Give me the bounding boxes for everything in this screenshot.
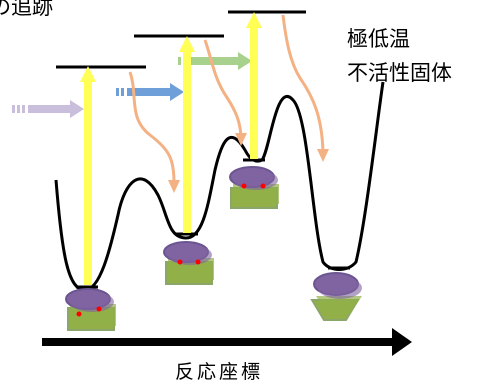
relaxation-arrow-2 <box>203 39 247 146</box>
relaxation-arrow-3 <box>281 14 329 162</box>
corner-caption: の追跡 <box>0 0 53 19</box>
axis-label: 反応座標 <box>175 361 263 383</box>
molecule-2 <box>163 241 214 285</box>
incoming-arrow-2 <box>116 83 184 101</box>
reaction-coordinate-arrowhead <box>392 328 412 356</box>
molecule-3 <box>229 166 279 209</box>
molecule-1 <box>65 288 116 331</box>
incoming-arrow-1 <box>12 100 84 118</box>
relaxation-arrow-1 <box>128 71 180 193</box>
side-caption-line1: 極低温 <box>347 27 410 51</box>
excitation-arrow-1 <box>80 66 96 285</box>
potential-energy-curve <box>54 81 385 292</box>
side-caption-line2: 不活性固体 <box>347 61 452 85</box>
molecule-4 <box>310 272 362 321</box>
excitation-arrow-3 <box>246 12 262 159</box>
excitation-arrow-2 <box>179 36 195 233</box>
